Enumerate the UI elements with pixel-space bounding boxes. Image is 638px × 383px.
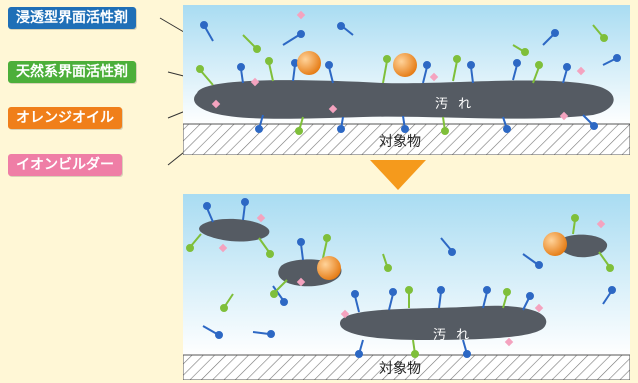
- green-surfactants: [186, 214, 614, 358]
- orange-oil-drop: [393, 53, 417, 77]
- legend-orange-oil: オレンジオイル: [8, 107, 122, 129]
- orange-oil-drop: [317, 256, 341, 280]
- top-panel-diagram: [183, 5, 630, 155]
- orange-oil-drop: [297, 51, 321, 75]
- process-arrow: [370, 160, 426, 190]
- orange-oil-drop: [543, 232, 567, 256]
- top-panel: 汚 れ 対象物: [183, 5, 630, 155]
- dirt-blob: [339, 305, 547, 340]
- surface-label-top: 対象物: [379, 134, 421, 150]
- green-surfactants: [196, 24, 608, 135]
- dirt-label-top: 汚 れ: [435, 97, 475, 112]
- legend-natural-surfactant: 天然系界面活性剤: [8, 61, 136, 83]
- dirt-blob: [194, 80, 614, 119]
- blue-surfactants: [200, 21, 621, 133]
- surface-label-bottom: 対象物: [379, 361, 421, 377]
- dirt-blob: [199, 218, 270, 242]
- bottom-panel-diagram: [183, 194, 630, 380]
- legend-ion-builder: イオンビルダー: [8, 154, 122, 176]
- legend-penetrating-surfactant: 浸透型界面活性剤: [8, 7, 136, 29]
- blue-surfactants: [202, 198, 616, 358]
- dirt-label-bottom: 汚 れ: [433, 328, 473, 343]
- bottom-panel: 汚 れ 対象物: [183, 194, 630, 380]
- dirt-blob: [558, 234, 608, 258]
